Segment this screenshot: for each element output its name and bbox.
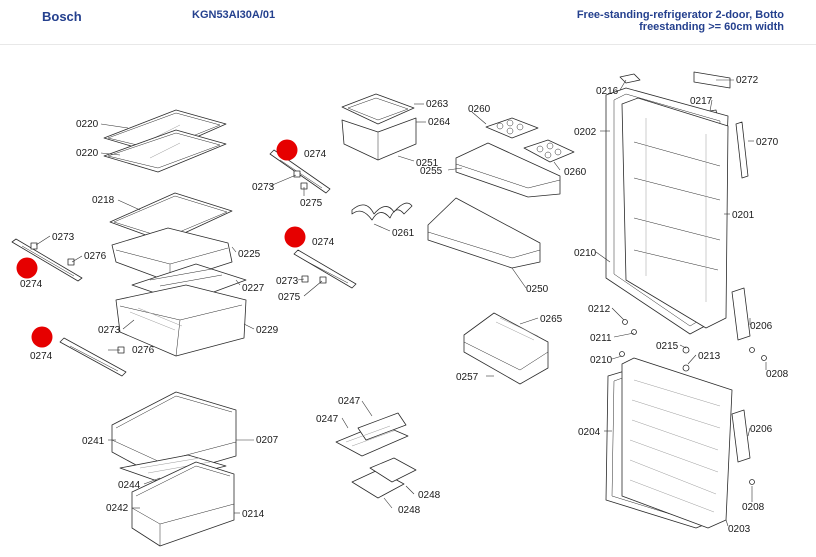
part-label-0207: 0207 — [256, 435, 279, 446]
part-label-0273: 0273 — [276, 276, 299, 287]
rail-0274-left-upper — [11, 238, 83, 282]
part-label-0241: 0241 — [82, 436, 105, 447]
marker-dot — [276, 139, 298, 161]
part-label-0213: 0213 — [698, 351, 721, 362]
part-label-0201: 0201 — [732, 210, 755, 221]
part-label-0208: 0208 — [766, 369, 789, 380]
part-label-0261: 0261 — [392, 228, 415, 239]
part-label-0202: 0202 — [574, 127, 597, 138]
part-label-0211: 0211 — [590, 333, 612, 344]
part-label-0276: 0276 — [84, 251, 107, 262]
ice-tray-0248 — [351, 457, 417, 499]
door-bin-0265 — [463, 312, 549, 385]
part-label-0275: 0275 — [278, 292, 301, 303]
part-label-0255: 0255 — [420, 166, 443, 177]
part-label-0273: 0273 — [98, 325, 121, 336]
part-label-0263: 0263 — [426, 99, 449, 110]
part-label-0218: 0218 — [92, 195, 115, 206]
part-label-0274: 0274 — [312, 237, 335, 248]
part-label-0276: 0276 — [132, 345, 155, 356]
small-hardware — [619, 319, 767, 485]
door-bin-0255 — [455, 142, 561, 198]
part-label-0227: 0227 — [242, 283, 265, 294]
part-label-0273: 0273 — [252, 182, 275, 193]
part-label-0247: 0247 — [316, 414, 339, 425]
part-label-0215: 0215 — [656, 341, 679, 352]
part-label-0265: 0265 — [540, 314, 563, 325]
rail-0274-left-lower — [59, 337, 127, 377]
bottle-rack-0261 — [351, 202, 413, 221]
box-0263 — [341, 93, 415, 125]
appliance-title-line-2: freestanding >= 60cm width — [639, 21, 784, 33]
part-label-0248: 0248 — [398, 505, 421, 516]
part-label-0214: 0214 — [242, 509, 265, 520]
part-label-0203: 0203 — [728, 524, 751, 535]
part-label-0217: 0217 — [690, 96, 713, 107]
part-label-0242: 0242 — [106, 503, 129, 514]
appliance-title: Free-standing-refrigerator 2-door, Botto… — [577, 9, 784, 33]
bracket-0206-lower — [731, 409, 751, 463]
part-label-0274: 0274 — [304, 149, 327, 160]
part-label-0274: 0274 — [20, 279, 43, 290]
marker-dot — [284, 226, 306, 248]
box-0264 — [341, 117, 417, 161]
marker-dot — [16, 257, 38, 279]
part-label-0244: 0244 — [118, 480, 141, 491]
part-label-0273: 0273 — [52, 232, 75, 243]
part-label-0206: 0206 — [750, 424, 773, 435]
part-label-0204: 0204 — [578, 427, 601, 438]
part-label-0229: 0229 — [256, 325, 279, 336]
part-label-0260: 0260 — [564, 167, 587, 178]
ice-tray-0247 — [335, 412, 409, 457]
part-label-0208: 0208 — [742, 502, 765, 513]
part-label-0206: 0206 — [750, 321, 773, 332]
bracket-0206-upper — [731, 287, 751, 341]
part-label-0247: 0247 — [338, 396, 361, 407]
part-label-0210: 0210 — [574, 248, 597, 259]
brand-name: Bosch — [42, 9, 82, 24]
door-cover-0216 — [619, 73, 641, 84]
part-label-0274: 0274 — [30, 351, 53, 362]
part-label-0216: 0216 — [596, 86, 619, 97]
model-number: KGN53AI30A/01 — [192, 9, 276, 21]
part-label-0272: 0272 — [736, 75, 759, 86]
glass-shelf-0220-bottom — [103, 129, 227, 173]
freezer-drawer-0242 — [131, 461, 235, 547]
crisper-drawer-0229 — [115, 284, 247, 357]
header-divider — [0, 44, 816, 45]
part-label-0251: 0251 — [416, 158, 439, 169]
part-label-0257: 0257 — [456, 372, 479, 383]
part-label-0210: 0210 — [590, 355, 613, 366]
part-label-0225: 0225 — [238, 249, 261, 260]
door-trim-0272 — [693, 71, 731, 89]
part-label-0260: 0260 — [468, 104, 491, 115]
handle-0270 — [735, 121, 749, 179]
appliance-title-line-1: Free-standing-refrigerator 2-door, Botto — [576, 9, 784, 21]
egg-tray-0260-right — [523, 139, 575, 163]
door-bin-0250 — [427, 197, 541, 269]
part-label-0264: 0264 — [428, 117, 451, 128]
part-labels: 0220 0220 0218 0225 0227 0229 0273 0276 … — [20, 75, 789, 535]
part-label-0220: 0220 — [76, 148, 99, 159]
marker-dots — [16, 139, 306, 348]
part-label-0275: 0275 — [300, 198, 323, 209]
part-label-0248: 0248 — [418, 490, 441, 501]
egg-tray-0260-left — [485, 117, 539, 139]
part-label-0270: 0270 — [756, 137, 779, 148]
rail-0274-center-lower — [293, 249, 357, 289]
door-0203 — [621, 357, 733, 529]
part-label-0250: 0250 — [526, 284, 549, 295]
part-label-0220: 0220 — [76, 119, 99, 130]
marker-dot — [31, 326, 53, 348]
small-clips — [30, 170, 327, 354]
door-0201 — [621, 97, 729, 329]
leader-lines — [35, 79, 767, 527]
part-label-0212: 0212 — [588, 304, 611, 315]
